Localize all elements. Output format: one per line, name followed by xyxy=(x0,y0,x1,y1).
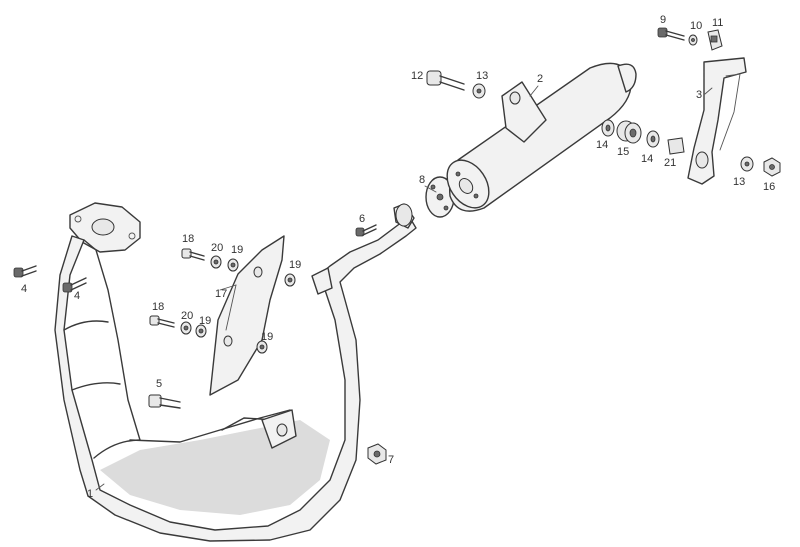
callout-3: 3 xyxy=(696,89,702,101)
callout-19b: 19 xyxy=(289,259,301,271)
callout-5: 5 xyxy=(156,378,162,390)
callout-16: 16 xyxy=(763,181,775,193)
nut-19a-icon xyxy=(227,258,239,272)
washer-14a-icon xyxy=(601,119,615,137)
callout-14b: 14 xyxy=(641,153,653,165)
callout-20a: 20 xyxy=(211,242,223,254)
callout-13b: 13 xyxy=(733,176,745,188)
exhaust-pipe-part-1 xyxy=(54,202,417,542)
callout-14a: 14 xyxy=(596,139,608,151)
callout-19d: 19 xyxy=(261,331,273,343)
washer-10-icon xyxy=(688,34,698,46)
callout-12: 12 xyxy=(411,70,423,82)
bolt-4a-icon xyxy=(13,265,37,278)
silencer-part-2 xyxy=(446,62,637,212)
washer-20b-icon xyxy=(180,321,192,335)
bolt-6-icon xyxy=(355,224,377,237)
bolt-12-icon xyxy=(426,70,465,91)
washer-14b-icon xyxy=(646,130,660,148)
nut-19b-icon xyxy=(284,273,296,287)
callout-labels: 1 2 3 4 4 5 6 7 8 9 10 11 12 13 13 14 14… xyxy=(21,14,775,500)
bolt-4b-icon xyxy=(62,277,87,293)
callout-10: 10 xyxy=(690,20,702,32)
bracket-part-3 xyxy=(687,57,747,185)
callout-17: 17 xyxy=(215,288,227,300)
callout-11: 11 xyxy=(712,17,723,29)
callout-18b: 18 xyxy=(152,301,164,313)
nut-16-icon xyxy=(763,157,781,177)
washer-20a-icon xyxy=(210,255,222,269)
leader-lines xyxy=(95,85,713,491)
hardware xyxy=(13,27,781,465)
link-pipe-part-8 xyxy=(393,176,455,229)
callout-15: 15 xyxy=(617,146,629,158)
bolt-18b-icon xyxy=(149,315,175,328)
washer-13a-icon xyxy=(472,83,486,99)
bolt-18a-icon xyxy=(181,248,205,261)
nut-19d-icon xyxy=(256,340,268,354)
callout-19c: 19 xyxy=(199,315,211,327)
callout-20b: 20 xyxy=(181,310,193,322)
callout-2: 2 xyxy=(537,73,543,85)
clip-nut-11-icon xyxy=(707,29,723,51)
callout-4b: 4 xyxy=(74,290,80,302)
callout-4a: 4 xyxy=(21,283,27,295)
callout-9: 9 xyxy=(660,14,666,26)
nut-7-icon xyxy=(367,443,387,465)
callout-6: 6 xyxy=(359,213,365,225)
callout-13a: 13 xyxy=(476,70,488,82)
spacer-21-icon xyxy=(667,137,685,155)
grommet-15-icon xyxy=(616,120,642,144)
callout-18a: 18 xyxy=(182,233,194,245)
callout-7: 7 xyxy=(388,454,394,466)
callout-1: 1 xyxy=(87,488,93,500)
callout-21: 21 xyxy=(664,157,676,169)
nut-19c-icon xyxy=(195,324,207,338)
bolt-5-icon xyxy=(148,394,181,409)
heat-shield-part-17 xyxy=(209,235,285,396)
washer-13b-icon xyxy=(740,156,754,172)
bolt-9-icon xyxy=(657,27,685,41)
callout-8: 8 xyxy=(419,174,425,186)
callout-19a: 19 xyxy=(231,244,243,256)
